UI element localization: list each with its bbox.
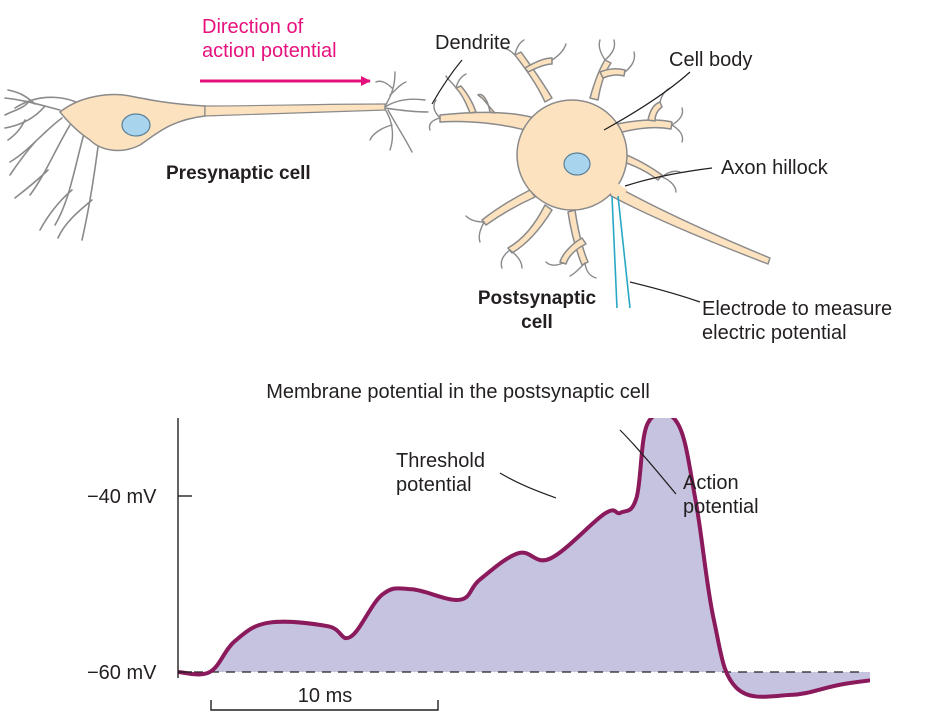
axon-hillock-label: Axon hillock [721, 157, 828, 179]
electrode-label: Electrode to measure electric potential [702, 298, 893, 344]
axon-hillock [592, 170, 628, 198]
presynaptic-nucleus [121, 113, 151, 137]
axon-terminal [369, 71, 429, 153]
graph-title: Membrane potential in the postsynaptic c… [266, 381, 650, 403]
membrane-potential-trace [177, 418, 870, 699]
direction-label: Direction of action potential [202, 16, 337, 62]
y-tick-label-60: −60 mV [87, 662, 157, 684]
postsynaptic-dendrites [439, 51, 673, 266]
postsynaptic-label: Postsynaptic cell [477, 288, 597, 333]
time-scale-bar [210, 700, 439, 711]
scale-bar-label: 10 ms [297, 685, 353, 707]
postsynaptic-axon [599, 179, 771, 265]
y-tick-label-40: −40 mV [87, 486, 157, 508]
presynaptic-axon [204, 103, 386, 117]
threshold-leader [499, 472, 557, 499]
dendrite-label: Dendrite [435, 32, 511, 54]
membrane-potential-graph [177, 418, 870, 711]
cell-body-label: Cell body [669, 49, 753, 71]
electrode [611, 195, 631, 309]
leader-lines [431, 59, 713, 303]
postsynaptic-dendrite-tips [428, 39, 684, 279]
action-potential-label: Action potential [683, 472, 759, 518]
postsynaptic-nucleus [563, 152, 591, 176]
potential-area [178, 418, 870, 697]
action-potential-leader [619, 429, 677, 495]
threshold-label: Threshold potential [396, 450, 485, 496]
presynaptic-label: Presynaptic cell [166, 163, 311, 184]
